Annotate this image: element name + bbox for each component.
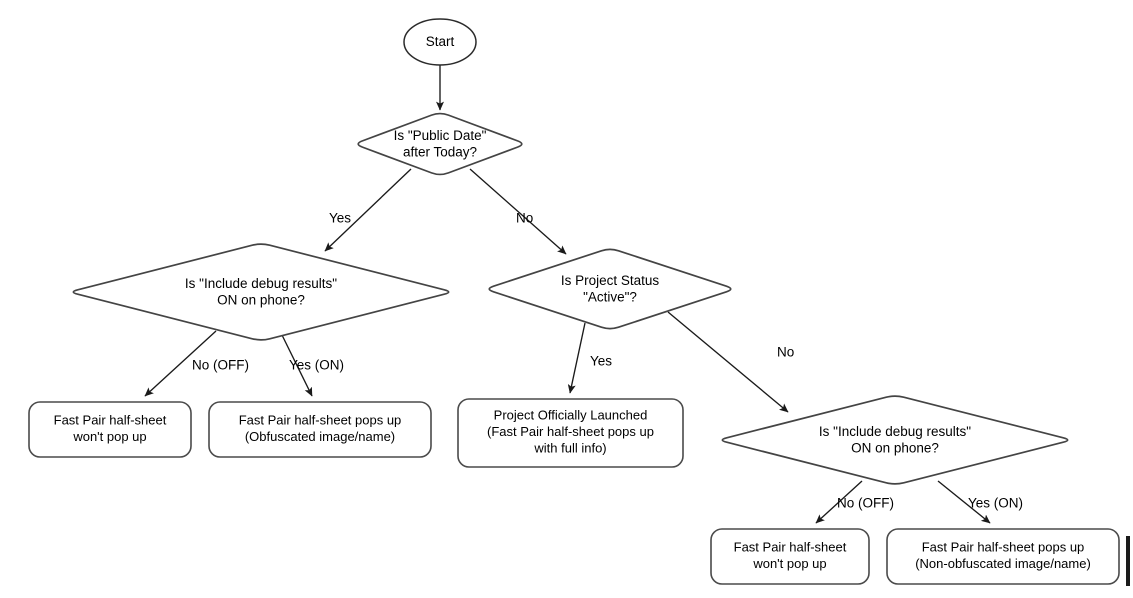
decision-shape-d4: [721, 395, 1069, 485]
terminator-shape-start: [403, 18, 477, 66]
edge-label-d4-yes-to-p5: Yes (ON): [968, 496, 1023, 511]
edge-d4-yes-to-p5: [937, 480, 991, 524]
node-p3[interactable]: Project Officially Launched(Fast Pair ha…: [457, 398, 684, 468]
edge-label-d1-no-to-d3: No: [516, 211, 533, 226]
edge-label-d3-yes-to-p3: Yes: [590, 354, 612, 369]
node-label-d2: Is "Include debug results"ON on phone?: [185, 275, 337, 307]
edge-d2-yes-to-p2: [280, 332, 313, 397]
edge-label-d3-no-to-d4: No: [777, 345, 794, 360]
nodes-layer: Start Is "Public Date"after Today? Is "Inc…: [28, 18, 1120, 585]
node-d4[interactable]: Is "Include debug results"ON on phone?: [721, 395, 1069, 485]
node-label-d3: Is Project Status"Active"?: [561, 272, 660, 304]
edge-label-d1-yes-to-d2: Yes: [329, 211, 351, 226]
decision-shape-d1: [357, 112, 523, 176]
edge-d3-no-to-d4: [667, 311, 789, 413]
process-shape-p2: [208, 401, 432, 458]
node-label-p2: Fast Pair half-sheet pops up(Obfuscated …: [239, 413, 402, 445]
process-shape-p1: [28, 401, 192, 458]
node-start[interactable]: Start: [403, 18, 477, 66]
node-d2[interactable]: Is "Include debug results"ON on phone?: [72, 243, 450, 341]
decision-shape-d3: [488, 248, 732, 330]
process-shape-p4: [710, 528, 870, 585]
node-label-p3: Project Officially Launched(Fast Pair ha…: [487, 408, 654, 456]
process-shape-p3: [457, 398, 684, 468]
edge-label-d2-yes-to-p2: Yes (ON): [289, 358, 344, 373]
edges-layer: [144, 65, 991, 524]
edge-label-d2-no-to-p1: No (OFF): [192, 358, 249, 373]
node-label-d1: Is "Public Date"after Today?: [394, 127, 487, 159]
node-label-p5: Fast Pair half-sheet pops up(Non-obfusca…: [915, 540, 1091, 572]
edge-label-d4-no-to-p4: No (OFF): [837, 496, 894, 511]
node-d3[interactable]: Is Project Status"Active"?: [488, 248, 732, 330]
edge-d1-yes-to-d2: [324, 168, 412, 252]
node-label-start: Start: [426, 34, 455, 49]
process-shape-p5: [886, 528, 1120, 585]
edge-d1-no-to-d3: [469, 168, 567, 255]
edge-d4-no-to-p4: [815, 480, 863, 524]
node-p2[interactable]: Fast Pair half-sheet pops up(Obfuscated …: [208, 401, 432, 458]
decision-shape-d2: [72, 243, 450, 341]
node-p5[interactable]: Fast Pair half-sheet pops up(Non-obfusca…: [886, 528, 1120, 585]
node-d1[interactable]: Is "Public Date"after Today?: [357, 112, 523, 176]
edge-d2-no-to-p1: [144, 330, 217, 397]
text-caret-artifact: [1126, 536, 1130, 586]
node-label-d4: Is "Include debug results"ON on phone?: [819, 423, 971, 455]
edge-d3-yes-to-p3: [567, 322, 586, 394]
